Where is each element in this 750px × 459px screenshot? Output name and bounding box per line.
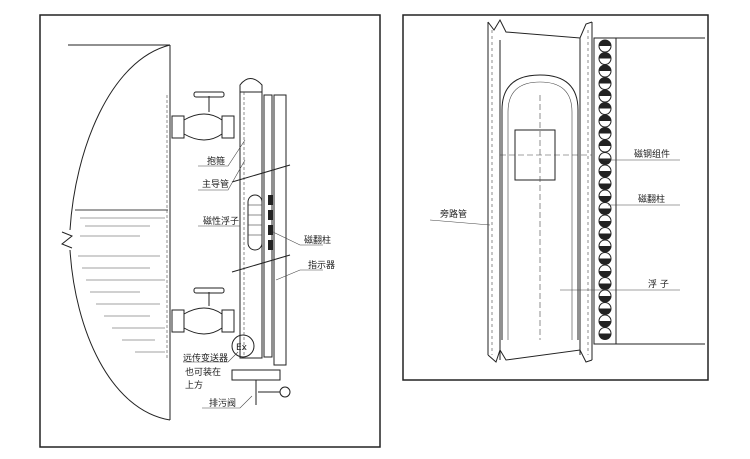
flip-disc-dark-half: [599, 296, 611, 302]
left-panel: Ex 抱箍 主导管 磁性浮子 磁翻柱 指示器 远传变送器 也可装在 上方 排污阀: [39, 14, 381, 448]
label-clamp: 抱箍: [207, 155, 225, 167]
flip-disc-dark-half: [599, 333, 611, 340]
flip-disc-dark-half: [599, 65, 611, 71]
flip-disc-dark-half: [599, 221, 611, 227]
label-main-tube: 主导管: [202, 178, 229, 190]
float: [500, 74, 592, 340]
break-mark: [61, 231, 73, 249]
label-transmitter: 远传变送器: [183, 352, 228, 364]
left-frame: [39, 14, 381, 448]
flip-disc-dark-half: [599, 171, 611, 177]
right-frame: [402, 14, 709, 381]
flip-disc-dark-half: [599, 158, 611, 165]
indicator-column: [273, 94, 287, 366]
flip-disc-dark-half: [599, 271, 611, 277]
right-panel: 磁钢组件 磁翻柱 旁路管 浮 子: [402, 14, 709, 381]
label-transmitter-note-1: 也可装在: [185, 366, 221, 378]
vessel-shell: [68, 44, 171, 421]
flip-disc-dark-half: [599, 208, 611, 215]
flip-disc-dark-half: [599, 246, 611, 252]
transmitter: Ex: [231, 334, 291, 405]
flip-disc-dark-half: [599, 115, 611, 121]
main-tube: [239, 78, 287, 366]
flip-disc-dark-half: [599, 102, 611, 109]
bypass-tube: [487, 18, 593, 363]
flip-disc-dark-half: [599, 52, 611, 59]
label-indicator: 指示器: [308, 259, 335, 271]
flip-disc-dark-half: [599, 308, 611, 315]
flip-disc-dark-half: [599, 283, 611, 290]
flip-disc-dark-half: [599, 258, 611, 265]
label-drain-valve: 排污阀: [209, 397, 236, 409]
upper-valve: [171, 91, 235, 141]
flip-disc-dark-half: [599, 77, 611, 84]
label-magnet-assembly: 磁钢组件: [634, 148, 670, 160]
label-bypass-tube: 旁路管: [440, 208, 467, 220]
flip-disc-dark-half: [599, 233, 611, 240]
flip-disc-dark-half: [599, 40, 611, 46]
label-transmitter-note-2: 上方: [185, 379, 203, 391]
flip-disc-dark-half: [599, 196, 611, 202]
label-float: 浮 子: [648, 278, 669, 290]
flip-disc-dark-half: [599, 127, 611, 134]
flip-disc-dark-half: [599, 140, 611, 146]
magnetic-float: [247, 194, 273, 251]
liquid: [75, 209, 168, 353]
flip-column: [598, 39, 612, 340]
label-magnetic-float: 磁性浮子: [203, 215, 239, 227]
drain-valve-handwheel: [279, 386, 291, 398]
flip-disc-dark-half: [599, 183, 611, 190]
flip-disc-dark-half: [599, 90, 611, 96]
cutaway-lines: [231, 164, 291, 273]
label-flip-column-right: 磁翻柱: [638, 193, 665, 205]
flip-disc-dark-half: [599, 321, 611, 327]
lower-valve: [171, 287, 235, 335]
label-flip-column: 磁翻柱: [304, 234, 331, 246]
ex-mark: Ex: [236, 343, 248, 353]
